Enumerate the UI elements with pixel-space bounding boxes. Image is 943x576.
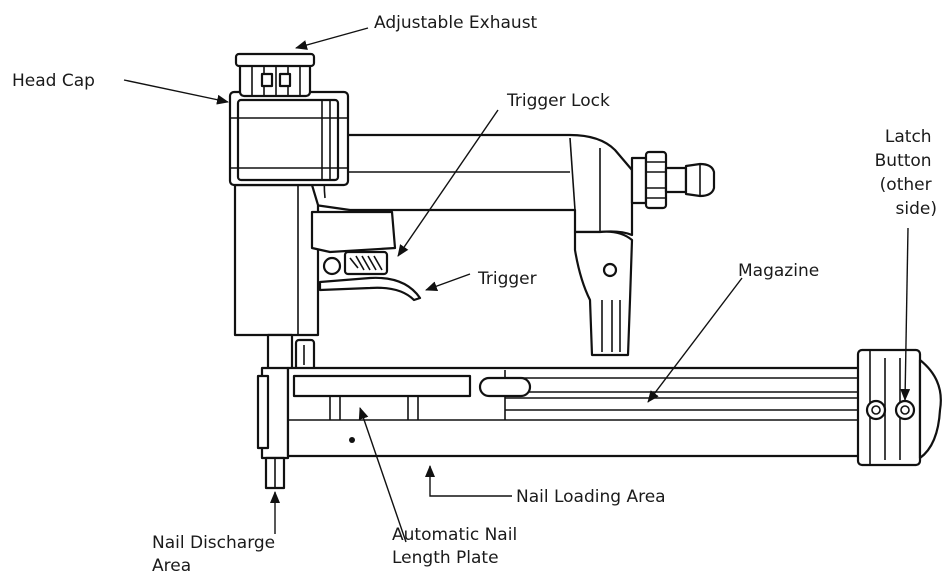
nailer-illustration xyxy=(228,52,942,490)
nose xyxy=(256,333,316,490)
labels: Adjustable Exhaust Head Cap Trigger Lock… xyxy=(12,13,937,576)
label-magazine: Magazine xyxy=(738,261,819,281)
label-trigger: Trigger xyxy=(477,269,537,289)
label-head-cap: Head Cap xyxy=(12,71,95,91)
air-fitting xyxy=(630,150,716,210)
label-latch-button-line-3: (other xyxy=(880,175,932,195)
trigger-assembly xyxy=(310,210,422,302)
label-nail-length-plate-line-1: Automatic Nail xyxy=(392,525,517,545)
label-adjustable-exhaust: Adjustable Exhaust xyxy=(374,13,538,33)
label-latch-button-line-4: side) xyxy=(896,199,937,219)
rear-support xyxy=(573,230,634,357)
label-nail-discharge-line-1: Nail Discharge xyxy=(152,533,275,553)
magazine xyxy=(286,366,875,458)
label-nail-discharge-area: Nail Discharge Area xyxy=(152,533,281,576)
magazine-end-cap xyxy=(856,348,942,467)
label-nail-loading-area: Nail Loading Area xyxy=(516,487,666,507)
leader-lines xyxy=(123,27,911,543)
label-trigger-lock: Trigger Lock xyxy=(506,91,610,111)
label-latch-button: Latch Button (other side) xyxy=(875,127,937,219)
label-nail-length-plate-line-2: Length Plate xyxy=(392,548,499,568)
trigger xyxy=(318,276,422,302)
head-housing xyxy=(233,183,320,337)
label-latch-button-line-1: Latch xyxy=(885,127,932,147)
label-automatic-nail-length-plate: Automatic Nail Length Plate xyxy=(392,525,523,568)
head-cap xyxy=(228,90,350,187)
label-nail-discharge-line-2: Area xyxy=(152,556,191,576)
latch-button xyxy=(865,399,887,421)
label-latch-button-line-2: Button xyxy=(875,151,932,171)
adjustable-exhaust xyxy=(234,52,316,98)
